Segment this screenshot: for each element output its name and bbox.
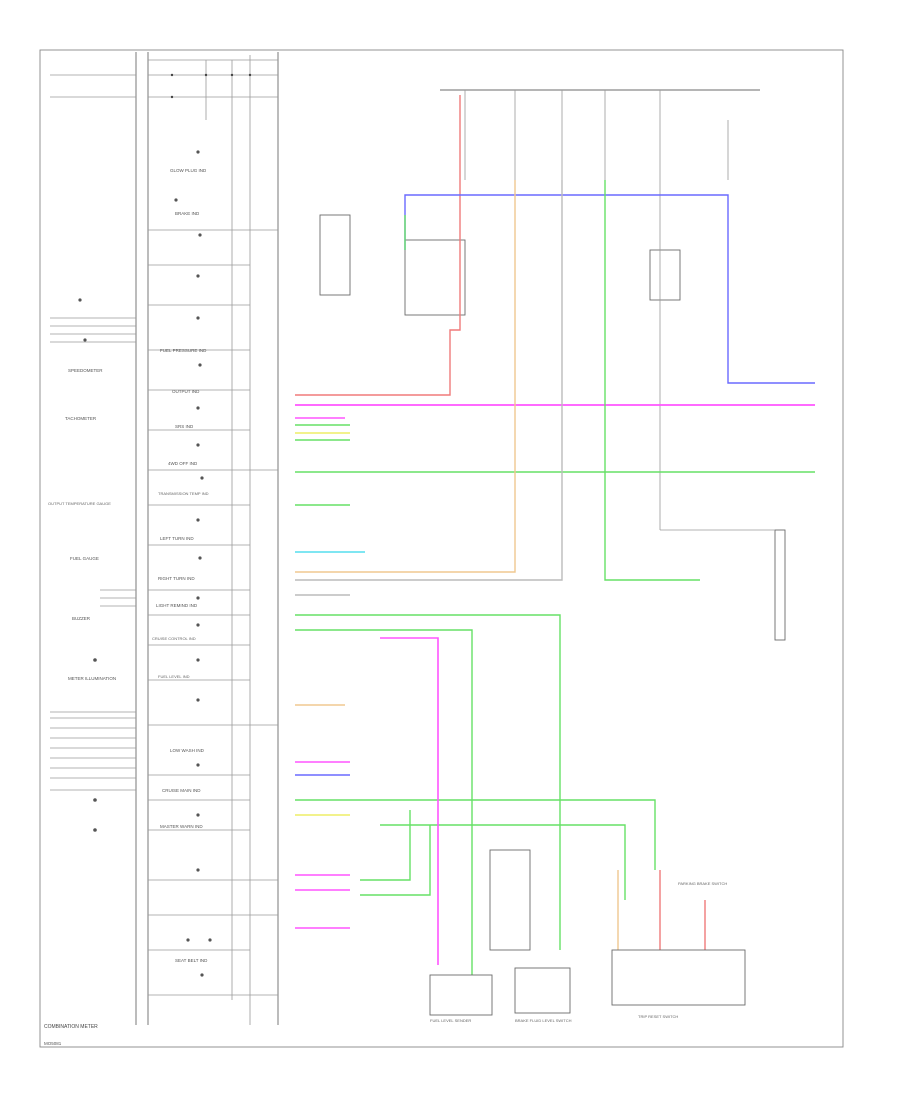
brake-switch-label: BRAKE FLUID LEVEL SWITCH [515,1018,572,1023]
meter-item-label: SEAT BELT IND [175,958,208,963]
meter-item-label: CRUISE MAIN IND [162,788,201,793]
bottom-components: FUEL LEVEL SENDER BRAKE FLUID LEVEL SWIT… [429,849,746,1023]
meter-item-label: FUEL PRESSURE IND [160,348,207,353]
meter-item-label: LEFT TURN IND [160,536,194,541]
meter-item-label: 4WD OFF IND [168,461,198,466]
meter-item-label: MASTER WARN IND [160,824,203,829]
page-reference: MO5081 [44,1041,62,1046]
parking-brake-label: PARKING BRAKE SWITCH [678,881,727,886]
left-component-label: OUTPUT TEMPERATURE GAUGE [48,501,111,506]
left-component-label: TACHOMETER [65,416,97,421]
diagram-caption: COMBINATION METER [44,1024,98,1030]
meter-item-label: LOW WASH IND [170,748,205,753]
meter-item-label: SRS IND [175,424,194,429]
meter-item-label: BRAKE IND [175,211,200,216]
left-component-label: FUEL GAUGE [70,556,99,561]
meter-item-label: RIGHT TURN IND [158,576,195,581]
colored-wires [295,95,815,975]
meter-item-label: CRUISE CONTROL IND [152,636,196,641]
meter-item-label: OUTPUT IND [172,389,200,394]
meter-item-label: FUEL LEVEL IND [158,674,190,679]
meter-item-label: TRANSMISSION TEMP IND [158,491,209,496]
left-component-label: METER ILLUMINATION [68,676,116,681]
meter-item-label: GLOW PLUG IND [170,168,207,173]
fuel-sender-label: FUEL LEVEL SENDER [430,1018,471,1023]
combination-meter-block: GLOW PLUG IND BRAKE IND FUEL PRESSURE IN… [48,52,279,1025]
diagram-frame [39,49,844,1048]
power-supply-area [319,89,786,641]
left-component-label: BUZZER [72,616,91,621]
trip-switch-label: TRIP RESET SWITCH [638,1014,678,1019]
left-component-label: SPEEDOMETER [68,368,103,373]
meter-item-label: LIGHT REMIND IND [156,603,198,608]
